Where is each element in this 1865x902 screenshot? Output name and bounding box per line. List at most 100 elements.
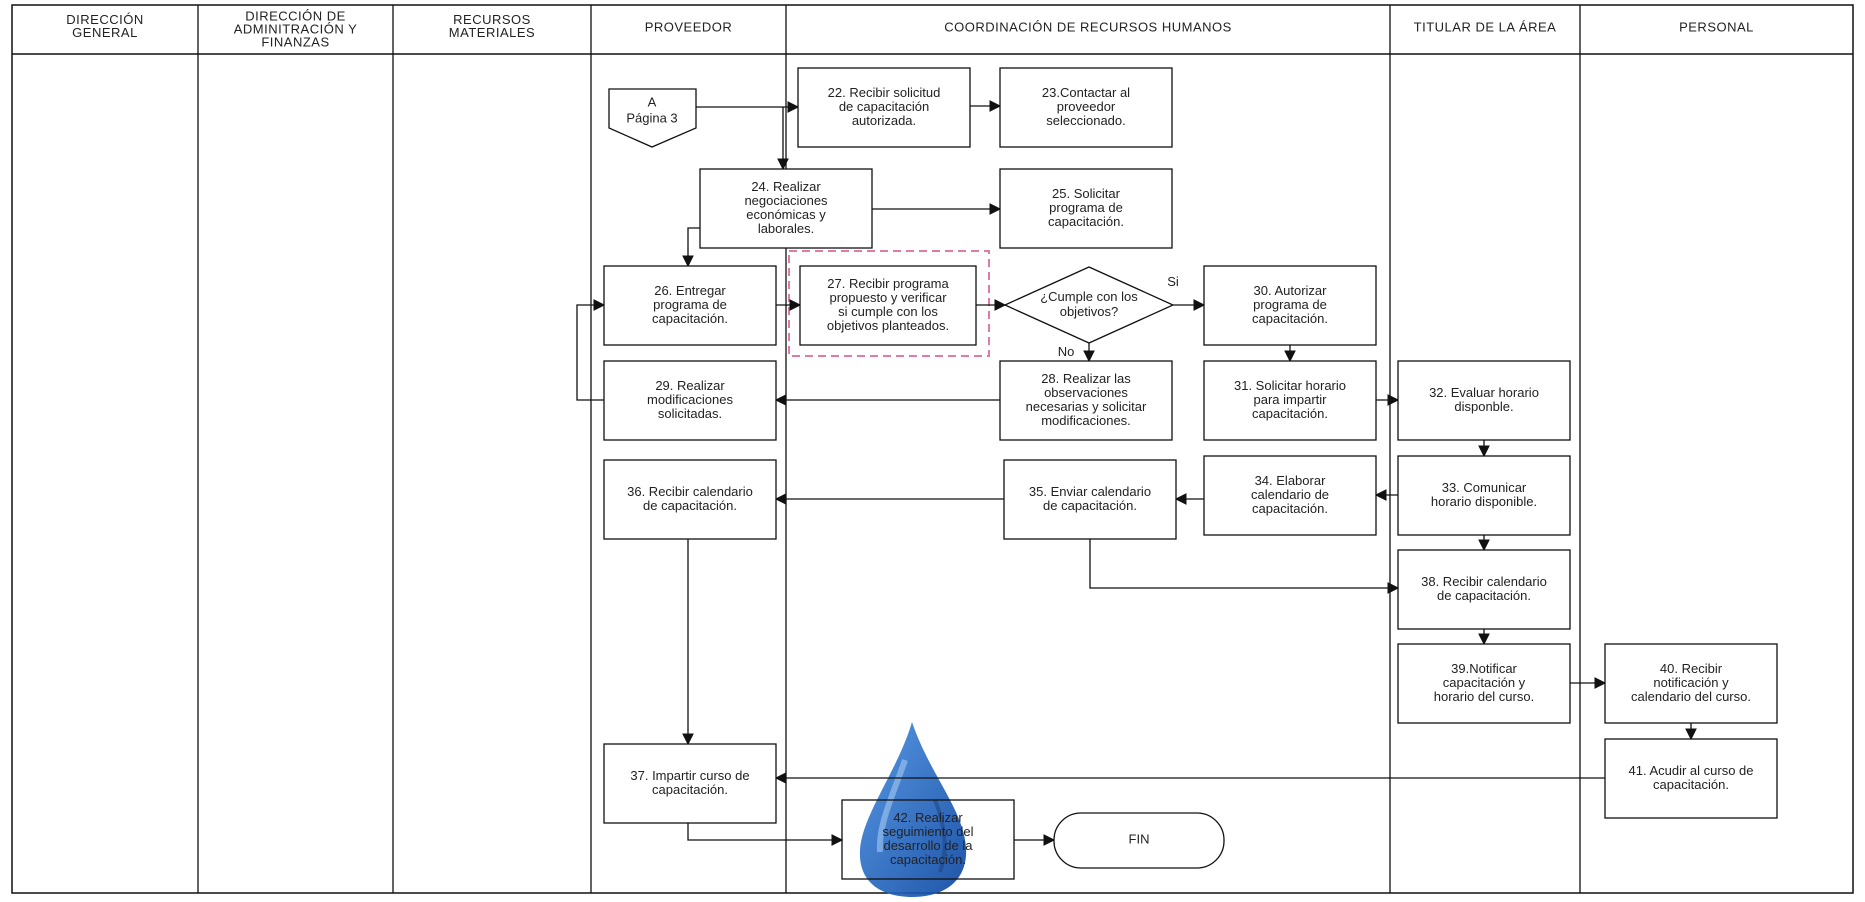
step-29-label-line-3: solicitadas. [658,406,722,421]
step-31-label-line-3: capacitación. [1252,406,1328,421]
step-23-label-line-1: 23.Contactar al [1042,85,1130,100]
step-31-label-line-2: para impartir [1254,392,1328,407]
terminator-label-line-1: FIN [1129,831,1150,846]
step-box [1604,643,1778,724]
step-37-label-line-2: capacitación. [652,782,728,797]
step-22-label-line-3: autorizada. [852,113,916,128]
step-37-label-line-1: 37. Impartir curso de [630,768,749,783]
step-box [1203,360,1377,441]
branch-yes-label: Si [1167,274,1179,289]
step-22-label-line-1: 22. Recibir solicitud [828,85,941,100]
step-27-label-line-1: 27. Recibir programa [827,276,949,291]
terminator-shape [1053,812,1225,869]
step-28-label-line-4: modificaciones. [1041,413,1131,428]
step-28-label-line-1: 28. Realizar las [1041,371,1131,386]
step-36-label-line-1: 36. Recibir calendario [627,484,753,499]
step-33-label-line-1: 33. Comunicar [1442,480,1527,495]
step-box [1397,455,1571,536]
step-35-label-line-2: de capacitación. [1043,498,1137,513]
step-34-label-line-1: 34. Elaborar [1255,473,1326,488]
lane-header-crh: COORDINACIÓN DE RECURSOS HUMANOS [944,19,1231,34]
step-23-label-line-2: proveedor [1057,99,1116,114]
lane-header-daf-line-1: DIRECCIÓN DE [245,8,346,23]
step-41-label-line-2: capacitación. [1653,777,1729,792]
terminator-fin[interactable]: FIN [1053,812,1225,869]
step-34-label-line-3: capacitación. [1252,501,1328,516]
conn-35-38 [1089,539,1400,594]
step-28[interactable]: 28. Realizar lasobservacionesnecesarias … [999,360,1173,441]
step-28-label-line-2: observaciones [1044,385,1128,400]
step-25-label-line-3: capacitación. [1048,214,1124,229]
step-30-label-line-3: capacitación. [1252,311,1328,326]
lane-header-tit: TITULAR DE LA ÁREA [1414,19,1557,34]
lane-header-tit-line-1: TITULAR DE LA ÁREA [1414,19,1557,34]
conn-37-42 [687,823,844,846]
step-26-label-line-3: capacitación. [652,311,728,326]
offpage-connector-label-line-2: Página 3 [626,110,677,125]
lane-header-daf-line-2: ADMINITRACIÓN Y [234,21,358,36]
step-24-label-line-3: económicas y [746,207,826,222]
step-32-label-line-2: disponble. [1454,399,1513,414]
step-40-label-line-1: 40. Recibir [1660,661,1723,676]
step-25-label-line-1: 25. Solicitar [1052,186,1121,201]
step-29-label-line-1: 29. Realizar [655,378,725,393]
step-box [797,67,971,148]
lane-header-dg-line-2: GENERAL [72,25,138,40]
flow-connectors [576,100,1697,846]
step-27-label-line-2: propuesto y verificar [829,290,947,305]
step-32-label-line-1: 32. Evaluar horario [1429,385,1539,400]
step-box [699,168,873,249]
lane-header-daf-line-3: FINANZAS [261,34,329,49]
step-39-label-line-1: 39.Notificar [1451,661,1517,676]
step-30-label-line-1: 30. Autorizar [1254,283,1328,298]
step-box [1203,455,1377,536]
step-box [999,360,1173,441]
offpage-connector-shape [608,88,697,148]
step-39-label-line-2: capacitación y [1443,675,1526,690]
lane-header-prov-line-1: PROVEEDOR [645,19,733,34]
step-28-label-line-3: necesarias y solicitar [1026,399,1147,414]
step-34-label-line-2: calendario de [1251,487,1329,502]
step-33-label-line-2: horario disponible. [1431,494,1537,509]
step-35-label-line-1: 35. Enviar calendario [1029,484,1151,499]
step-24-label-line-4: laborales. [758,221,814,236]
offpage-connector-label-line-1: A [648,94,657,109]
step-40-label-line-3: calendario del curso. [1631,689,1751,704]
decision-label-line-1: ¿Cumple con los [1040,289,1138,304]
lane-header-dg-line-1: DIRECCIÓN [66,12,143,27]
step-box [1397,360,1571,441]
lane-header-rm-line-2: MATERIALES [449,25,535,40]
step-26-label-line-1: 26. Entregar [654,283,726,298]
decision-diamond [1003,266,1175,344]
step-box [603,360,777,441]
step-22-label-line-2: de capacitación [839,99,929,114]
